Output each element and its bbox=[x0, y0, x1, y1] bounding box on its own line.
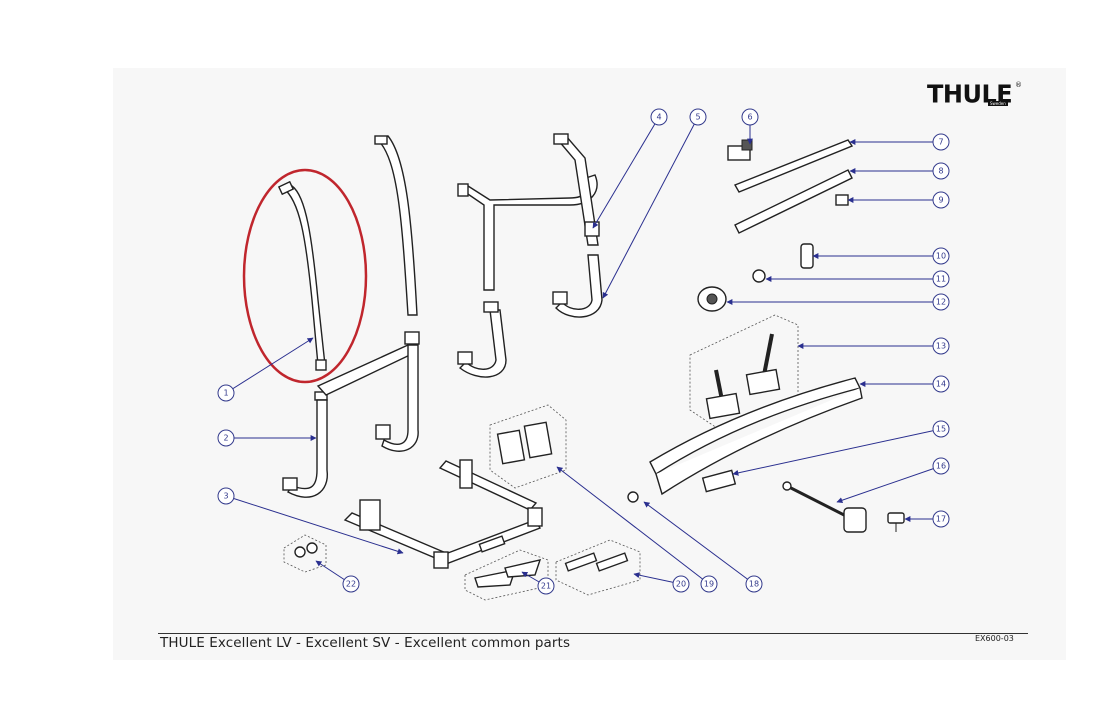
svg-text:20: 20 bbox=[676, 580, 686, 589]
part-17-screw bbox=[887, 512, 905, 532]
svg-text:21: 21 bbox=[541, 582, 551, 591]
part-22-nut-set bbox=[283, 534, 327, 573]
svg-text:1: 1 bbox=[223, 389, 228, 398]
svg-text:2: 2 bbox=[223, 434, 228, 443]
callout-17: 17 bbox=[932, 510, 950, 528]
diagram-title: THULE Excellent LV - Excellent SV - Exce… bbox=[160, 635, 571, 651]
callout-10: 10 bbox=[932, 247, 950, 265]
part-1-upright-tube bbox=[277, 180, 327, 371]
svg-text:17: 17 bbox=[936, 515, 946, 524]
svg-text:8: 8 bbox=[938, 167, 943, 176]
part-18-small-clip bbox=[627, 491, 639, 503]
svg-text:6: 6 bbox=[747, 113, 752, 122]
part-2-lower-frame bbox=[282, 331, 420, 498]
svg-text:13: 13 bbox=[936, 342, 946, 351]
callout-7: 7 bbox=[932, 133, 950, 151]
part-9-clip bbox=[835, 194, 849, 206]
callout-11: 11 bbox=[932, 270, 950, 288]
svg-text:18: 18 bbox=[749, 580, 759, 589]
callout-13: 13 bbox=[932, 337, 950, 355]
callout-21: 21 bbox=[537, 577, 555, 595]
svg-text:5: 5 bbox=[695, 113, 700, 122]
callout-19: 19 bbox=[700, 575, 718, 593]
svg-text:11: 11 bbox=[936, 275, 946, 284]
part-10-ratchet bbox=[800, 243, 814, 269]
tall-curved-tube bbox=[374, 135, 418, 316]
part-20-hardware-set bbox=[555, 539, 641, 596]
callout-1: 1 bbox=[217, 384, 235, 402]
part-11-knob bbox=[752, 269, 766, 283]
part-19-pedal-set bbox=[489, 404, 567, 489]
brand-registered-mark: ® bbox=[1015, 81, 1022, 89]
svg-text:16: 16 bbox=[936, 462, 946, 471]
upper-frame-assembly bbox=[457, 133, 603, 378]
part-6-end-cap bbox=[727, 139, 753, 161]
callout-14: 14 bbox=[932, 375, 950, 393]
callout-4: 4 bbox=[650, 108, 668, 126]
callout-5: 5 bbox=[689, 108, 707, 126]
svg-text:3: 3 bbox=[223, 492, 228, 501]
part-16-frame-holder bbox=[782, 481, 867, 533]
part-21-bracket-set bbox=[464, 549, 549, 601]
callout-16: 16 bbox=[932, 457, 950, 475]
svg-text:9: 9 bbox=[938, 196, 943, 205]
part-7-strap bbox=[733, 139, 854, 193]
callout-12: 12 bbox=[932, 293, 950, 311]
part-3-base-frame bbox=[343, 459, 543, 569]
part-15-buckle bbox=[701, 469, 737, 493]
part-14-wheel-rail bbox=[649, 377, 863, 496]
callout-15: 15 bbox=[932, 420, 950, 438]
highlight-ellipse-part-1 bbox=[242, 168, 368, 384]
part-12-reflector-disc bbox=[697, 286, 727, 312]
brand-tagline: Sweden bbox=[988, 101, 1008, 106]
svg-text:10: 10 bbox=[936, 252, 946, 261]
callout-8: 8 bbox=[932, 162, 950, 180]
svg-text:22: 22 bbox=[346, 580, 356, 589]
callout-2: 2 bbox=[217, 429, 235, 447]
footer-divider bbox=[158, 633, 1028, 634]
part-13-wheel-holder-set bbox=[689, 314, 799, 431]
callout-6: 6 bbox=[741, 108, 759, 126]
svg-text:14: 14 bbox=[936, 380, 946, 389]
callout-9: 9 bbox=[932, 191, 950, 209]
svg-text:7: 7 bbox=[938, 138, 943, 147]
callout-18: 18 bbox=[745, 575, 763, 593]
callout-3: 3 bbox=[217, 487, 235, 505]
part-8-strap bbox=[734, 169, 853, 234]
svg-text:19: 19 bbox=[704, 580, 714, 589]
callout-20: 20 bbox=[672, 575, 690, 593]
svg-text:15: 15 bbox=[936, 425, 946, 434]
drawing-code: EX600-03 bbox=[975, 634, 1014, 643]
leader-lines bbox=[225, 116, 942, 587]
callout-22: 22 bbox=[342, 575, 360, 593]
svg-text:12: 12 bbox=[936, 298, 946, 307]
svg-text:4: 4 bbox=[656, 113, 661, 122]
